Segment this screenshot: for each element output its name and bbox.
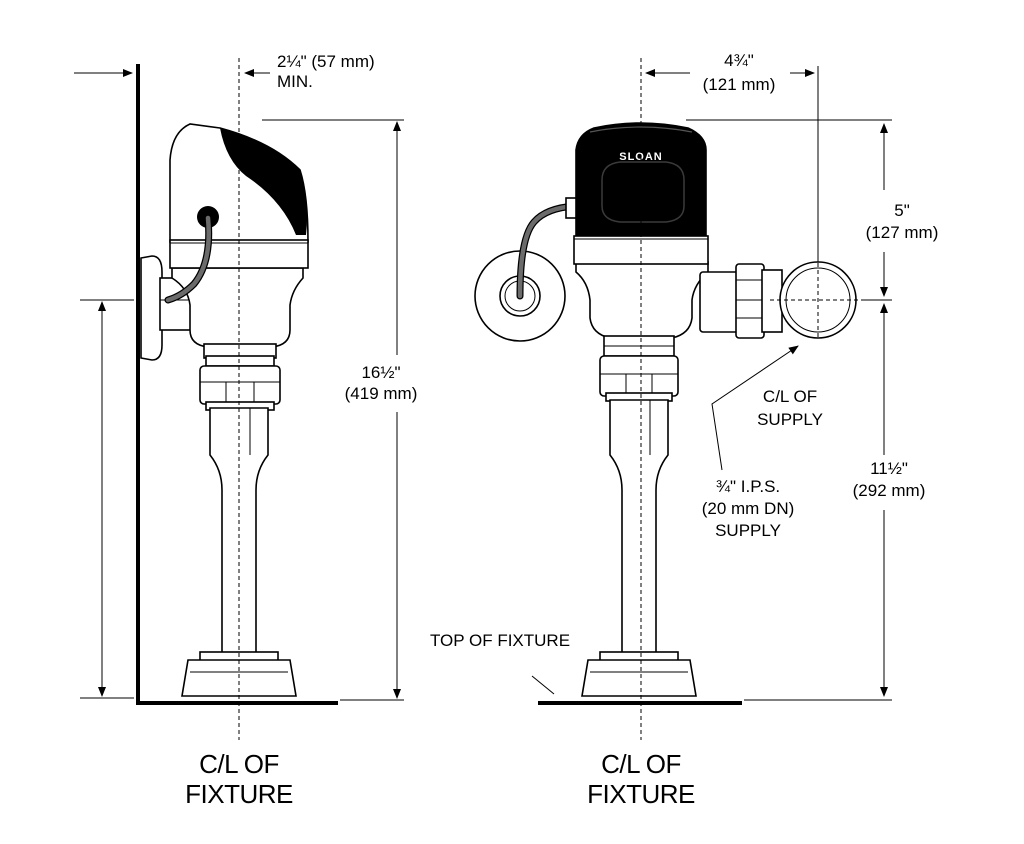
supply-height-metric: (292 mm) [853, 481, 926, 500]
spud-base-front [581, 659, 697, 697]
supply-size-label-1: ¾" I.P.S. [716, 477, 780, 496]
top-to-supply-metric: (127 mm) [866, 223, 939, 242]
valve-body-side [171, 267, 304, 348]
sensor-window-front [601, 161, 685, 223]
supply-centerline-label-1: C/L OF [763, 387, 817, 406]
valve-body-front [575, 261, 709, 339]
wall-escutcheon [140, 255, 163, 361]
front-view-caption-line2: FIXTURE [587, 779, 695, 809]
top-of-fixture-label: TOP OF FIXTURE [430, 631, 570, 650]
coupling-nut-front [599, 355, 679, 397]
valve-ring-lower [205, 355, 275, 367]
supply-offset-metric: (121 mm) [703, 75, 776, 94]
wall-clearance-min: MIN. [277, 72, 313, 91]
coupling-nut-side [199, 365, 281, 405]
sensor-window-side [220, 128, 308, 235]
supply-offset-imperial: 4¾" [724, 51, 754, 70]
side-view-caption-line1: C/L OF [199, 749, 279, 779]
wall-clearance-label: 2¼" (57 mm) [277, 52, 375, 71]
overall-height-imperial: 16½" [361, 363, 400, 382]
supply-size-label-2: (20 mm DN) [702, 499, 795, 518]
side-view-caption-line2: FIXTURE [185, 779, 293, 809]
supply-nut [735, 263, 765, 339]
top-to-supply-imperial: 5" [894, 201, 910, 220]
supply-height-imperial: 11½" [870, 459, 908, 478]
supply-size-label-3: SUPPLY [715, 521, 781, 540]
supply-centerline-label-2: SUPPLY [757, 410, 823, 429]
overall-height-metric: (419 mm) [345, 384, 418, 403]
front-view-caption-line1: C/L OF [601, 749, 681, 779]
flush-tube-front [609, 399, 669, 656]
front-view: SLOAN 4¾" (121 mm) 5" (127 mm) 11½" (292… [430, 51, 938, 809]
side-view: 2¼" (57 mm) MIN. 16½" (419 mm) C/L OF FI… [74, 52, 417, 809]
supply-adapter [699, 271, 741, 333]
